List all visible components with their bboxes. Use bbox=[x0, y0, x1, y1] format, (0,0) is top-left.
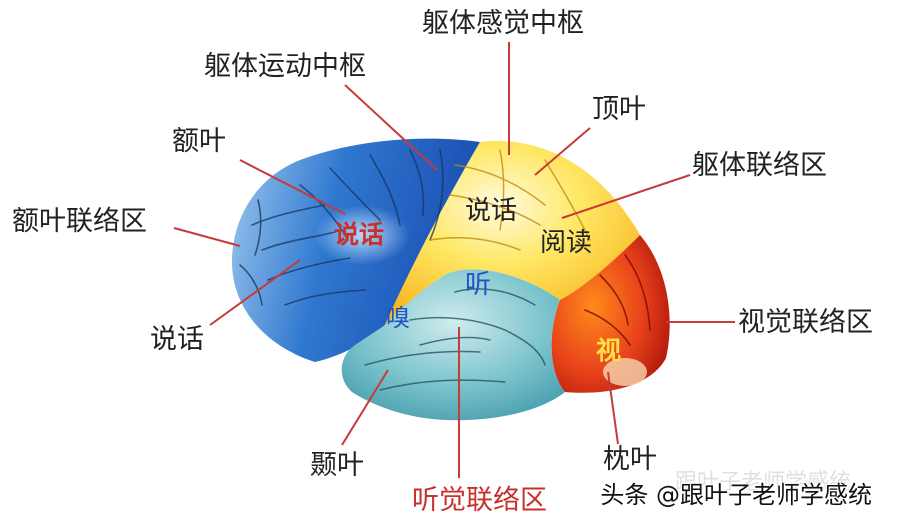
label-occipital-lobe: 枕叶 bbox=[603, 444, 657, 475]
occipital-lobe-region bbox=[551, 235, 670, 393]
parietal-lobe-region bbox=[385, 141, 640, 325]
brain-text-speech-parietal: 说话 bbox=[465, 196, 518, 226]
brain-text-hearing: 听 bbox=[465, 270, 492, 300]
visual-highlight bbox=[603, 358, 647, 386]
temporal-lobe-region bbox=[341, 269, 565, 421]
brain-text-speech-frontal: 说话 bbox=[334, 220, 385, 249]
brain-text-vision: 视 bbox=[596, 336, 622, 365]
label-temporal-lobe: 颞叶 bbox=[310, 450, 364, 481]
occipital-lines bbox=[584, 254, 651, 346]
label-frontal-association: 额叶联络区 bbox=[12, 206, 147, 237]
label-auditory-association: 听觉联络区 bbox=[412, 485, 547, 516]
label-somatosensory-center: 躯体感觉中枢 bbox=[422, 8, 584, 39]
leader-lines bbox=[173, 42, 735, 478]
watermark: 头条 @跟叶子老师学感统 bbox=[600, 481, 872, 509]
temporal-lines bbox=[364, 288, 546, 391]
speech-highlight bbox=[314, 205, 410, 265]
label-motor-center: 躯体运动中枢 bbox=[204, 51, 366, 82]
label-visual-association: 视觉联络区 bbox=[738, 307, 873, 338]
label-frontal-lobe: 额叶 bbox=[172, 126, 226, 157]
sulci-lines bbox=[239, 149, 444, 306]
label-somatic-association: 躯体联络区 bbox=[692, 150, 827, 181]
watermark-ghost: 跟叶子老师学感统 bbox=[675, 470, 852, 495]
brain-text-reading: 阅读 bbox=[540, 228, 593, 258]
parietal-lines bbox=[429, 149, 591, 251]
label-parietal-lobe: 顶叶 bbox=[592, 94, 646, 125]
brain-text-smell: 嗅 bbox=[386, 304, 410, 332]
label-speech: 说话 bbox=[150, 324, 204, 355]
